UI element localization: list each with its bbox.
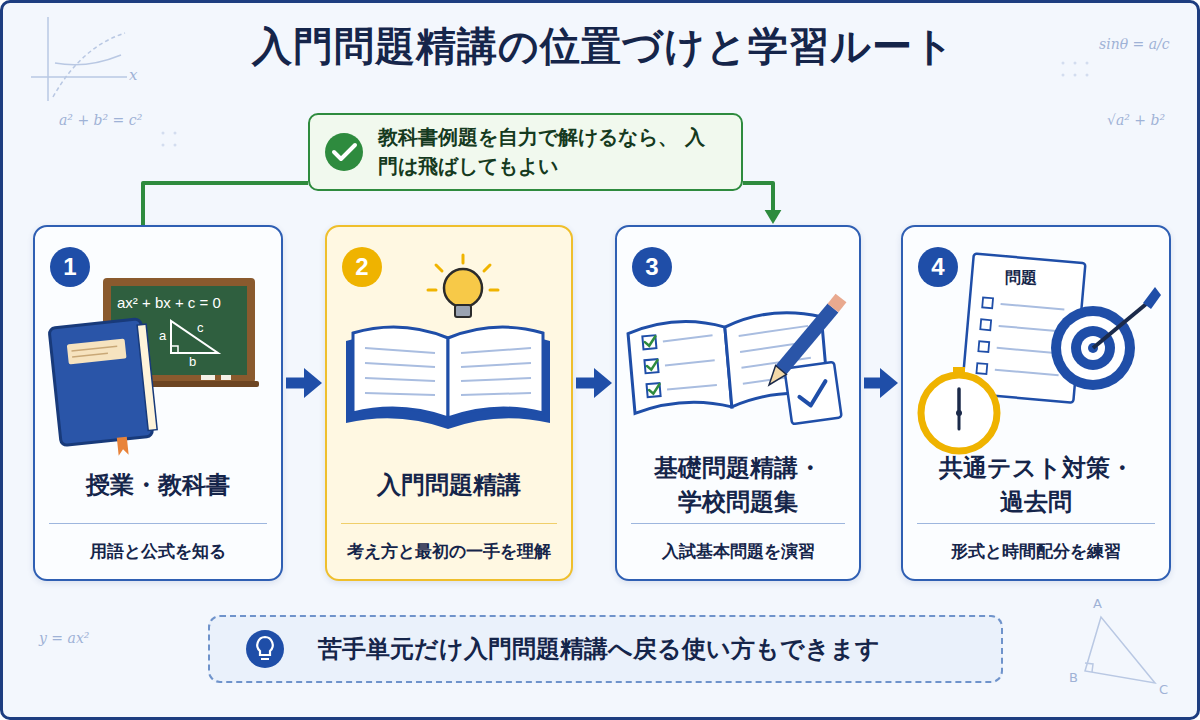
card-title: 入門問題精講 [339,469,559,503]
flow-arrow [743,183,781,224]
card-subtitle: 考え方と最初の一手を理解 [331,531,567,571]
flow-arrow [143,183,308,225]
illustration-text: 問題 [1005,269,1037,287]
triangle-watermark-part [1085,617,1155,683]
step-number: 3 [645,253,658,281]
dot-pattern-part [174,144,177,147]
flow-arrow [576,368,612,398]
math-watermark: √a² + b² [1107,113,1165,128]
step-card: 基礎問題精講・ 学校問題集入試基本問題を演習 3 [615,225,861,581]
graph-watermark-part [47,17,49,101]
card-divider [631,523,845,524]
math-watermark: B [1069,671,1078,685]
arrow-head [880,368,898,398]
dot-pattern-part [1062,62,1065,65]
dot-pattern-part [1062,74,1065,77]
card-subtitle: 入試基本問題を演習 [621,531,855,571]
math-watermark: A [1093,597,1102,611]
math-watermark: C [1159,683,1168,697]
arrow-head [765,210,782,224]
note-text: 教科書例題を自力で解けるなら、 入門は飛ばしてもよい [378,123,708,181]
step-number-badge: 4 [918,247,958,287]
graph-watermark-part [53,33,125,97]
flow-arrow [286,368,322,398]
connector-line [143,183,308,225]
illustration-text: b [189,355,196,369]
note-text: 苦手単元だけ入門問題精講へ戻る使い方もできます [318,633,880,665]
arrow-head [304,368,322,398]
step-number: 1 [63,253,76,281]
triangle-watermark [1085,617,1155,683]
card-title: 基礎問題精講・ 学校問題集 [648,452,828,519]
step-number: 4 [931,253,944,281]
skip-note-box: 教科書例題を自力で解けるなら、 入門は飛ばしてもよい [308,113,743,191]
dot-pattern-part [162,144,165,147]
diagram-title: 入門問題精講の位置づけと学習ルート [3,19,1200,74]
illustration-text: c [197,321,204,335]
step-card: 入門問題精講考え方と最初の一手を理解 2 [325,225,573,581]
card-subtitle: 用語と公式を知る [39,531,277,571]
connector-line [286,378,304,389]
card-divider [341,523,557,524]
arrow-head [594,368,612,398]
dot-pattern-part [1086,74,1089,77]
step-number-badge: 2 [342,247,382,287]
math-watermark: x [129,67,137,84]
connector-line [743,183,773,210]
illustration-text: ax² + bx + c = 0 [117,295,221,312]
dot-pattern-part [1074,74,1077,77]
card-title-area: 授業・教科書 [35,449,281,523]
card-title: 授業・教科書 [48,469,268,503]
illustration-text: a [159,329,166,343]
dot-pattern-part [1086,62,1089,65]
card-title: 共通テスト対策・ 過去問 [936,452,1136,519]
math-watermark: sinθ = a/c [1099,37,1170,52]
card-divider [917,523,1155,524]
graph-watermark-part [31,76,127,78]
graph-watermark [31,17,127,101]
card-divider [49,523,267,524]
card-title-area: 基礎問題精講・ 学校問題集 [617,449,859,523]
math-watermark: a² + b² = c² [59,113,142,128]
flow-arrow [864,368,898,398]
connector-line [864,378,880,389]
triangle-watermark-part [1085,663,1093,672]
card-subtitle: 形式と時間配分を練習 [907,531,1165,571]
card-title-area: 共通テスト対策・ 過去問 [903,449,1169,523]
dot-pattern-part [162,132,165,135]
graph-watermark-part [55,55,121,65]
tip-note-box: 苦手単元だけ入門問題精講へ戻る使い方もできます [208,615,1003,683]
dot-pattern-part [1074,62,1077,65]
math-watermark: y = ax² [39,631,89,646]
dot-pattern-part [174,132,177,135]
step-number-badge: 3 [632,247,672,287]
card-title-area: 入門問題精講 [327,449,571,523]
step-number-badge: 1 [50,247,90,287]
connector-line [576,378,594,389]
step-number: 2 [355,253,368,281]
step-card: 授業・教科書用語と公式を知る 1 [33,225,283,581]
